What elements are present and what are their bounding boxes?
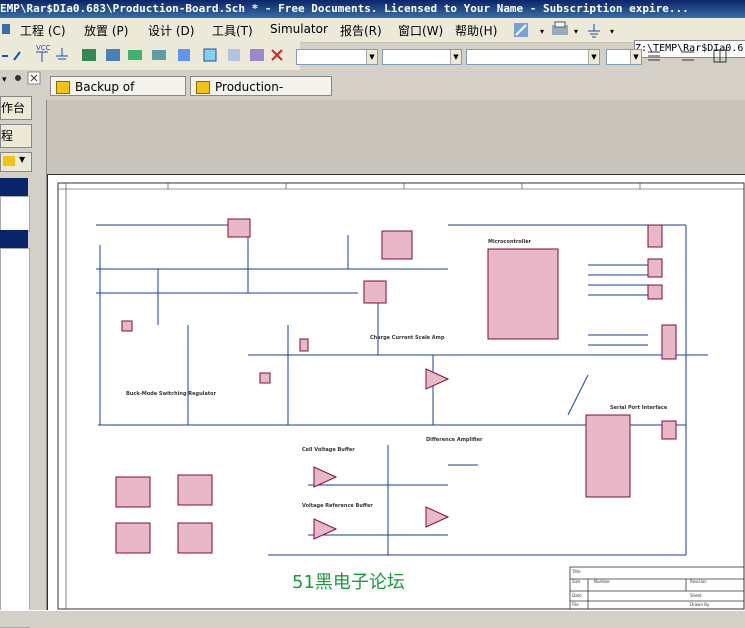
ref-buffer-label: Voltage Reference Buffer (302, 503, 373, 509)
distribute-icon[interactable] (682, 51, 694, 61)
combo-4[interactable]: ▼ (606, 49, 642, 65)
svg-text:▾: ▾ (2, 75, 7, 85)
app-menu-icon[interactable] (2, 24, 10, 34)
folder-dropdown[interactable]: ▼ (0, 152, 32, 172)
align-toolbar (648, 49, 727, 63)
ground-icon[interactable] (588, 24, 600, 38)
no-erc-icon[interactable] (228, 49, 240, 61)
status-bar (0, 610, 745, 627)
tab-backup-sheet1[interactable]: Backup of Sheet1.Sch (50, 76, 186, 114)
wire-icon[interactable] (13, 51, 21, 61)
tb-title: Title (571, 569, 581, 574)
workspace-button[interactable]: 作台 (0, 96, 32, 120)
left-panel: ▾ 作台 程 ▼ (0, 70, 47, 628)
tree-area (0, 248, 30, 628)
netlabel-icon[interactable] (152, 50, 166, 60)
menu-tools[interactable]: 工具(T) (212, 24, 253, 38)
svg-text:▾: ▾ (540, 27, 544, 36)
wiring-toolbar: VCC (0, 42, 300, 70)
tree-item-selected[interactable] (0, 178, 28, 196)
pen-icon[interactable] (514, 23, 528, 37)
schematic-file-icon (196, 81, 210, 94)
combo-2[interactable]: ▼ (382, 49, 462, 65)
svg-text:VCC: VCC (36, 44, 51, 52)
menu-place[interactable]: 放置 (P) (84, 24, 129, 38)
port-icon[interactable] (128, 50, 142, 60)
cell-buffer-label: Cell Voltage Buffer (302, 447, 355, 453)
annotate-icon[interactable] (250, 49, 264, 61)
close-icon[interactable] (27, 71, 41, 85)
sheet-symbol-icon[interactable] (106, 49, 120, 61)
directive-icon[interactable] (203, 48, 217, 62)
serial-label: Serial Port Interface (610, 405, 668, 411)
tree-item-selected-2[interactable] (0, 230, 28, 248)
quick-toolbar: ▾ ▾ ▾ (514, 21, 614, 38)
part-icon[interactable] (82, 49, 96, 61)
tree-item-list[interactable] (0, 196, 30, 232)
menu-window[interactable]: 窗口(W) (398, 24, 444, 38)
vcc-icon[interactable]: VCC (36, 44, 51, 62)
tab-production-board[interactable]: Production-Board.Sch * (190, 76, 332, 114)
tb-number: Number (594, 579, 610, 584)
schematic-drawing: Buck-Mode Switching Regulator Charge Cur… (57, 182, 745, 610)
align-icon[interactable] (648, 51, 660, 61)
window-title: EMP\Rar$DIa0.683\Production-Board.Sch * … (0, 2, 689, 15)
document-tabs: Backup of Sheet1.Sch Production-Board.Sc… (46, 70, 745, 114)
svg-text:▾: ▾ (610, 27, 614, 36)
svg-text:▾: ▾ (574, 27, 578, 36)
regulator-label: Buck-Mode Switching Regulator (126, 391, 217, 397)
menu-reports[interactable]: 报告(R) (340, 24, 382, 38)
tb-size: Size (572, 579, 581, 584)
menu-simulator[interactable]: Simulator (270, 22, 328, 36)
menu-help[interactable]: 帮助(H) (455, 24, 498, 38)
pin-icon[interactable] (15, 75, 21, 81)
micro-label: Microcontroller (488, 239, 532, 245)
menu-bar: 工程 (C) 放置 (P) 设计 (D) 工具(T) Simulator 报告(… (0, 18, 745, 58)
diff-amp-label: Difference Amplifier (426, 437, 483, 443)
project-button[interactable]: 程 (0, 124, 32, 148)
combo-1[interactable]: ▼ (296, 49, 378, 65)
chevron-down-icon: ▼ (19, 155, 26, 164)
menu-design[interactable]: 设计 (D) (148, 24, 195, 38)
tb-drawn: Drawn By (690, 602, 710, 607)
menu-project[interactable]: 工程 (C) (20, 24, 66, 38)
schematic-file-icon (56, 81, 70, 94)
ground-tool-icon[interactable] (56, 48, 68, 60)
tb-file: File (572, 602, 579, 607)
watermark: 51黑电子论坛 (292, 572, 405, 593)
grid-icon[interactable] (713, 49, 727, 63)
folder-icon (3, 156, 15, 166)
sheet-entry-icon[interactable] (178, 49, 190, 61)
charge-amp-label: Charge Current Scale Amp (370, 335, 445, 341)
schematic-sheet[interactable]: Buck-Mode Switching Regulator Charge Cur… (47, 174, 745, 612)
combo-3[interactable]: ▼ (466, 49, 600, 65)
tb-revision: Revision (690, 579, 707, 584)
window-title-bar: EMP\Rar$DIa0.683\Production-Board.Sch * … (0, 0, 745, 18)
tb-sheet: Sheet (690, 593, 702, 598)
panel-header: ▾ (2, 71, 41, 85)
tb-date: Date (572, 593, 582, 598)
delete-icon[interactable] (271, 49, 283, 61)
printer-icon[interactable] (552, 21, 568, 35)
